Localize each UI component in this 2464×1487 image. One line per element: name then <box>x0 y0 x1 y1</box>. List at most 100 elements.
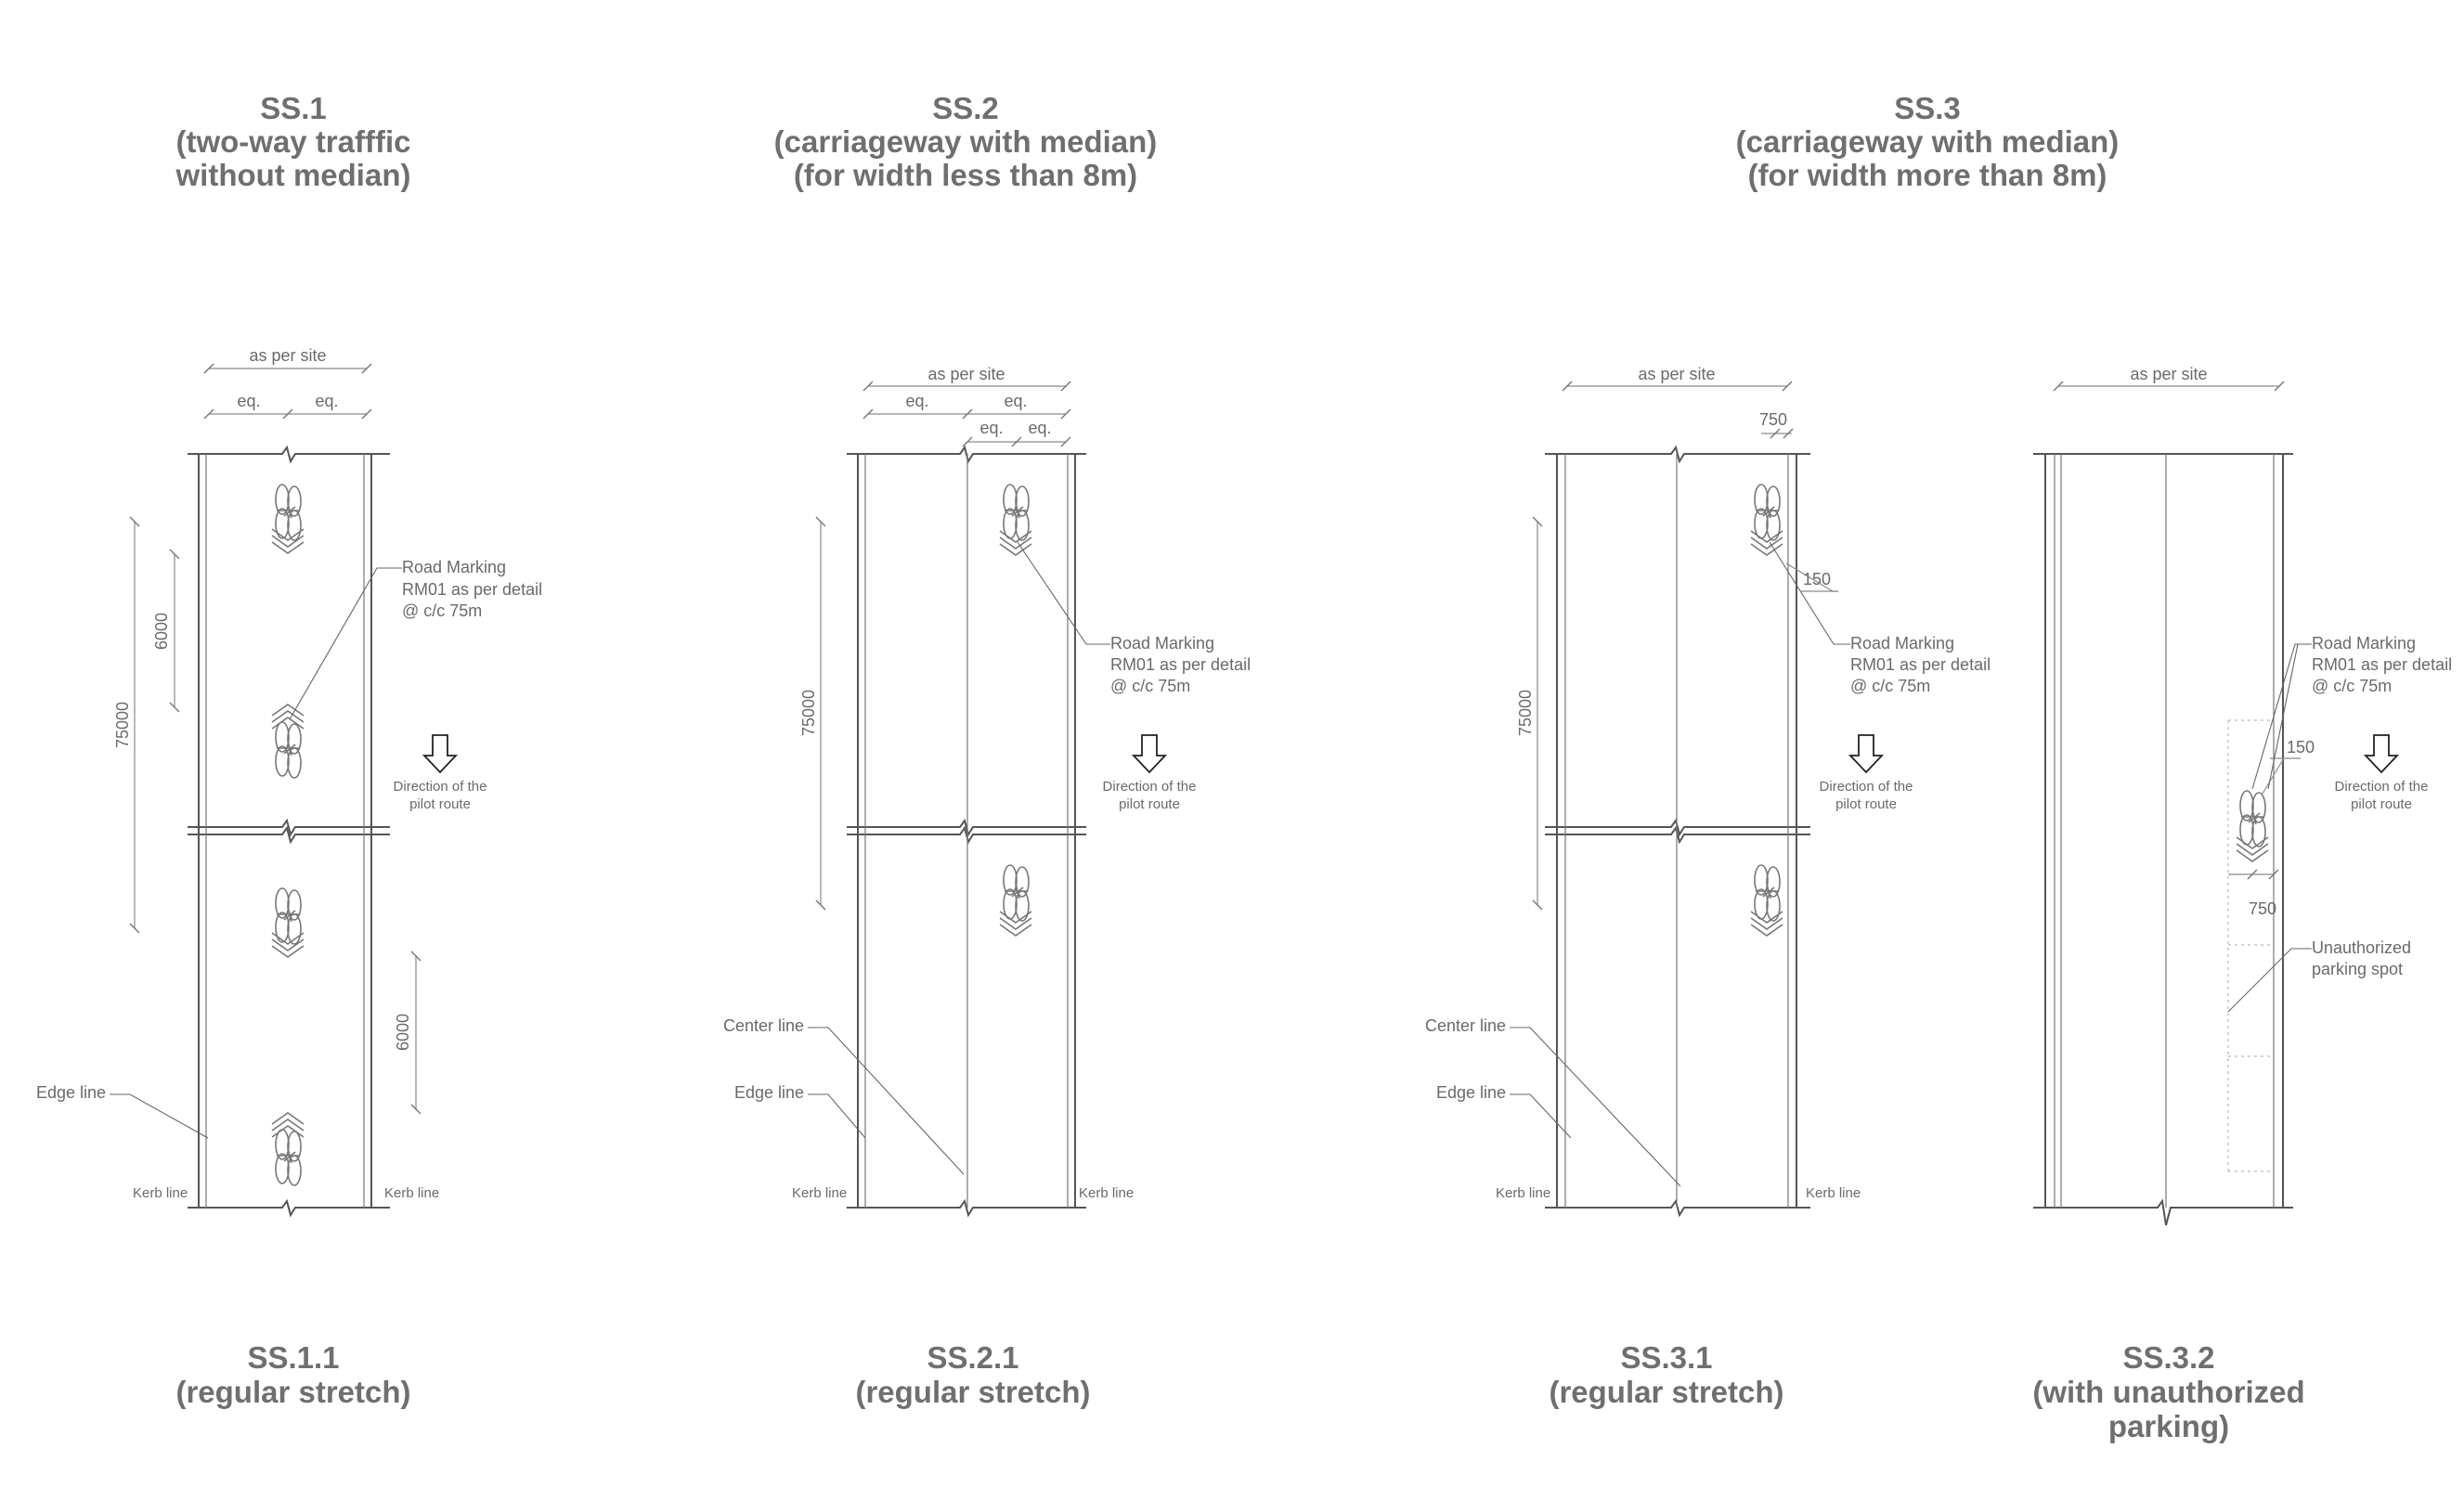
bicycle-icon <box>275 484 302 541</box>
svg-text:Unauthorized: Unauthorized <box>2312 938 2411 957</box>
chevron-icon <box>271 1112 305 1138</box>
svg-text:Direction of the: Direction of the <box>1103 779 1197 795</box>
svg-text:RM01 as per detail: RM01 as per detail <box>1110 655 1251 674</box>
svg-text:eq.: eq. <box>905 392 928 410</box>
title-ss1: SS.1 (two-way trafffic without median) <box>175 91 411 192</box>
bicycle-icon <box>1754 484 1781 541</box>
svg-text:150: 150 <box>1803 570 1831 588</box>
svg-text:SS.3.2: SS.3.2 <box>2122 1340 2214 1375</box>
svg-text:Kerb line: Kerb line <box>1496 1185 1550 1201</box>
caption-ss32: SS.3.2 (with unauthorized parking) <box>2032 1340 2304 1443</box>
svg-text:Road Marking: Road Marking <box>1850 634 1954 653</box>
svg-text:eq.: eq. <box>1028 419 1051 437</box>
svg-text:eq.: eq. <box>315 392 338 410</box>
svg-text:(for width more than 8m): (for width more than 8m) <box>1748 158 2107 192</box>
bicycle-icon <box>275 887 302 945</box>
svg-text:Edge line: Edge line <box>1436 1083 1506 1102</box>
svg-text:Edge line: Edge line <box>734 1083 804 1102</box>
svg-text:as per site: as per site <box>249 346 326 365</box>
caption-ss21: SS.2.1 (regular stretch) <box>855 1340 1090 1409</box>
panel-ss11: as per site eq. eq. 75000 6000 6000 <box>36 346 542 1218</box>
bicycle-icon <box>275 1129 302 1186</box>
down-arrow-icon <box>2365 734 2398 773</box>
panel-ss32: as per site 150 750 Road Marking RM01 as… <box>2033 365 2452 1226</box>
chevron-icon <box>1750 530 1783 556</box>
bicycle-icon <box>1754 864 1781 922</box>
bicycle-icon <box>2239 790 2266 847</box>
svg-text:(regular stretch): (regular stretch) <box>175 1375 410 1409</box>
svg-text:Kerb line: Kerb line <box>384 1185 439 1201</box>
svg-text:(carriageway with median): (carriageway with median) <box>774 124 1158 159</box>
svg-text:pilot route: pilot route <box>1119 796 1180 812</box>
panel-ss31: as per site 750 150 75000 Road Marking R… <box>1425 365 1991 1218</box>
bicycle-icon <box>1003 864 1030 922</box>
svg-text:as per site: as per site <box>927 365 1005 383</box>
svg-text:as per site: as per site <box>1638 365 1715 383</box>
svg-text:parking spot: parking spot <box>2312 960 2403 978</box>
svg-text:Direction of the: Direction of the <box>1820 779 1913 795</box>
svg-text:(carriageway with median): (carriageway with median) <box>1736 124 2120 159</box>
svg-text:@ c/c 75m: @ c/c 75m <box>402 601 482 620</box>
svg-text:@ c/c 75m: @ c/c 75m <box>1850 677 1930 695</box>
svg-text:Edge line: Edge line <box>36 1083 106 1102</box>
svg-text:Center line: Center line <box>1425 1016 1506 1035</box>
svg-text:SS.1: SS.1 <box>260 91 327 125</box>
svg-text:75000: 75000 <box>1516 690 1535 736</box>
svg-text:150: 150 <box>2287 738 2315 756</box>
svg-text:SS.3: SS.3 <box>1894 91 1961 125</box>
svg-text:RM01 as per detail: RM01 as per detail <box>2312 655 2452 674</box>
bicycle-icon <box>1003 484 1030 541</box>
svg-text:pilot route: pilot route <box>409 796 471 812</box>
svg-text:Road Marking: Road Marking <box>402 558 506 576</box>
caption-ss31: SS.3.1 (regular stretch) <box>1549 1340 1783 1409</box>
chevron-icon <box>1750 911 1783 937</box>
title-ss2: SS.2 (carriageway with median) (for widt… <box>774 91 1158 192</box>
svg-text:SS.1.1: SS.1.1 <box>247 1340 339 1375</box>
down-arrow-icon <box>1133 734 1166 773</box>
svg-text:6000: 6000 <box>394 1014 412 1051</box>
svg-text:(with unauthorized: (with unauthorized <box>2032 1375 2304 1409</box>
down-arrow-icon <box>423 734 457 773</box>
panel-ss21: as per site eq. eq. eq. eq. 75000 Road M… <box>723 365 1251 1218</box>
svg-text:Road Marking: Road Marking <box>2312 634 2416 653</box>
svg-text:75000: 75000 <box>113 702 132 748</box>
title-ss3: SS.3 (carriageway with median) (for widt… <box>1736 91 2120 192</box>
svg-text:(regular stretch): (regular stretch) <box>855 1375 1090 1409</box>
svg-text:Kerb line: Kerb line <box>1079 1185 1134 1201</box>
svg-text:without median): without median) <box>175 158 411 192</box>
svg-text:SS.2.1: SS.2.1 <box>927 1340 1018 1375</box>
svg-text:pilot route: pilot route <box>2351 796 2412 812</box>
svg-text:RM01 as per detail: RM01 as per detail <box>1850 655 1991 674</box>
svg-text:eq.: eq. <box>1004 392 1027 410</box>
svg-text:eq.: eq. <box>237 392 260 410</box>
svg-text:as per site: as per site <box>2130 365 2207 383</box>
svg-text:750: 750 <box>2249 899 2276 918</box>
svg-text:SS.3.1: SS.3.1 <box>1620 1340 1712 1375</box>
svg-text:@ c/c 75m: @ c/c 75m <box>1110 677 1190 695</box>
svg-text:750: 750 <box>1759 410 1787 429</box>
svg-text:parking): parking) <box>2108 1409 2229 1443</box>
chevron-icon <box>2236 836 2269 862</box>
svg-text:6000: 6000 <box>152 613 171 650</box>
svg-text:(regular stretch): (regular stretch) <box>1549 1375 1783 1409</box>
svg-text:@ c/c 75m: @ c/c 75m <box>2312 677 2392 695</box>
down-arrow-icon <box>1849 734 1883 773</box>
bicycle-icon <box>275 721 302 779</box>
svg-text:Kerb line: Kerb line <box>1806 1185 1861 1201</box>
svg-text:Kerb line: Kerb line <box>792 1185 847 1201</box>
svg-text:75000: 75000 <box>799 690 818 736</box>
svg-text:eq.: eq. <box>979 419 1003 437</box>
svg-text:(two-way trafffic: (two-way trafffic <box>175 124 410 159</box>
chevron-icon <box>999 530 1032 556</box>
chevron-icon <box>999 911 1032 937</box>
svg-text:RM01 as per detail: RM01 as per detail <box>402 580 542 599</box>
svg-text:Direction of the: Direction of the <box>2335 779 2429 795</box>
svg-text:(for width less than 8m): (for width less than 8m) <box>794 158 1137 192</box>
svg-text:Direction of the: Direction of the <box>394 779 487 795</box>
chevron-icon <box>271 704 305 730</box>
caption-ss11: SS.1.1 (regular stretch) <box>175 1340 410 1409</box>
svg-text:Road Marking: Road Marking <box>1110 634 1214 653</box>
svg-text:SS.2: SS.2 <box>932 91 999 125</box>
svg-text:Center line: Center line <box>723 1016 804 1035</box>
